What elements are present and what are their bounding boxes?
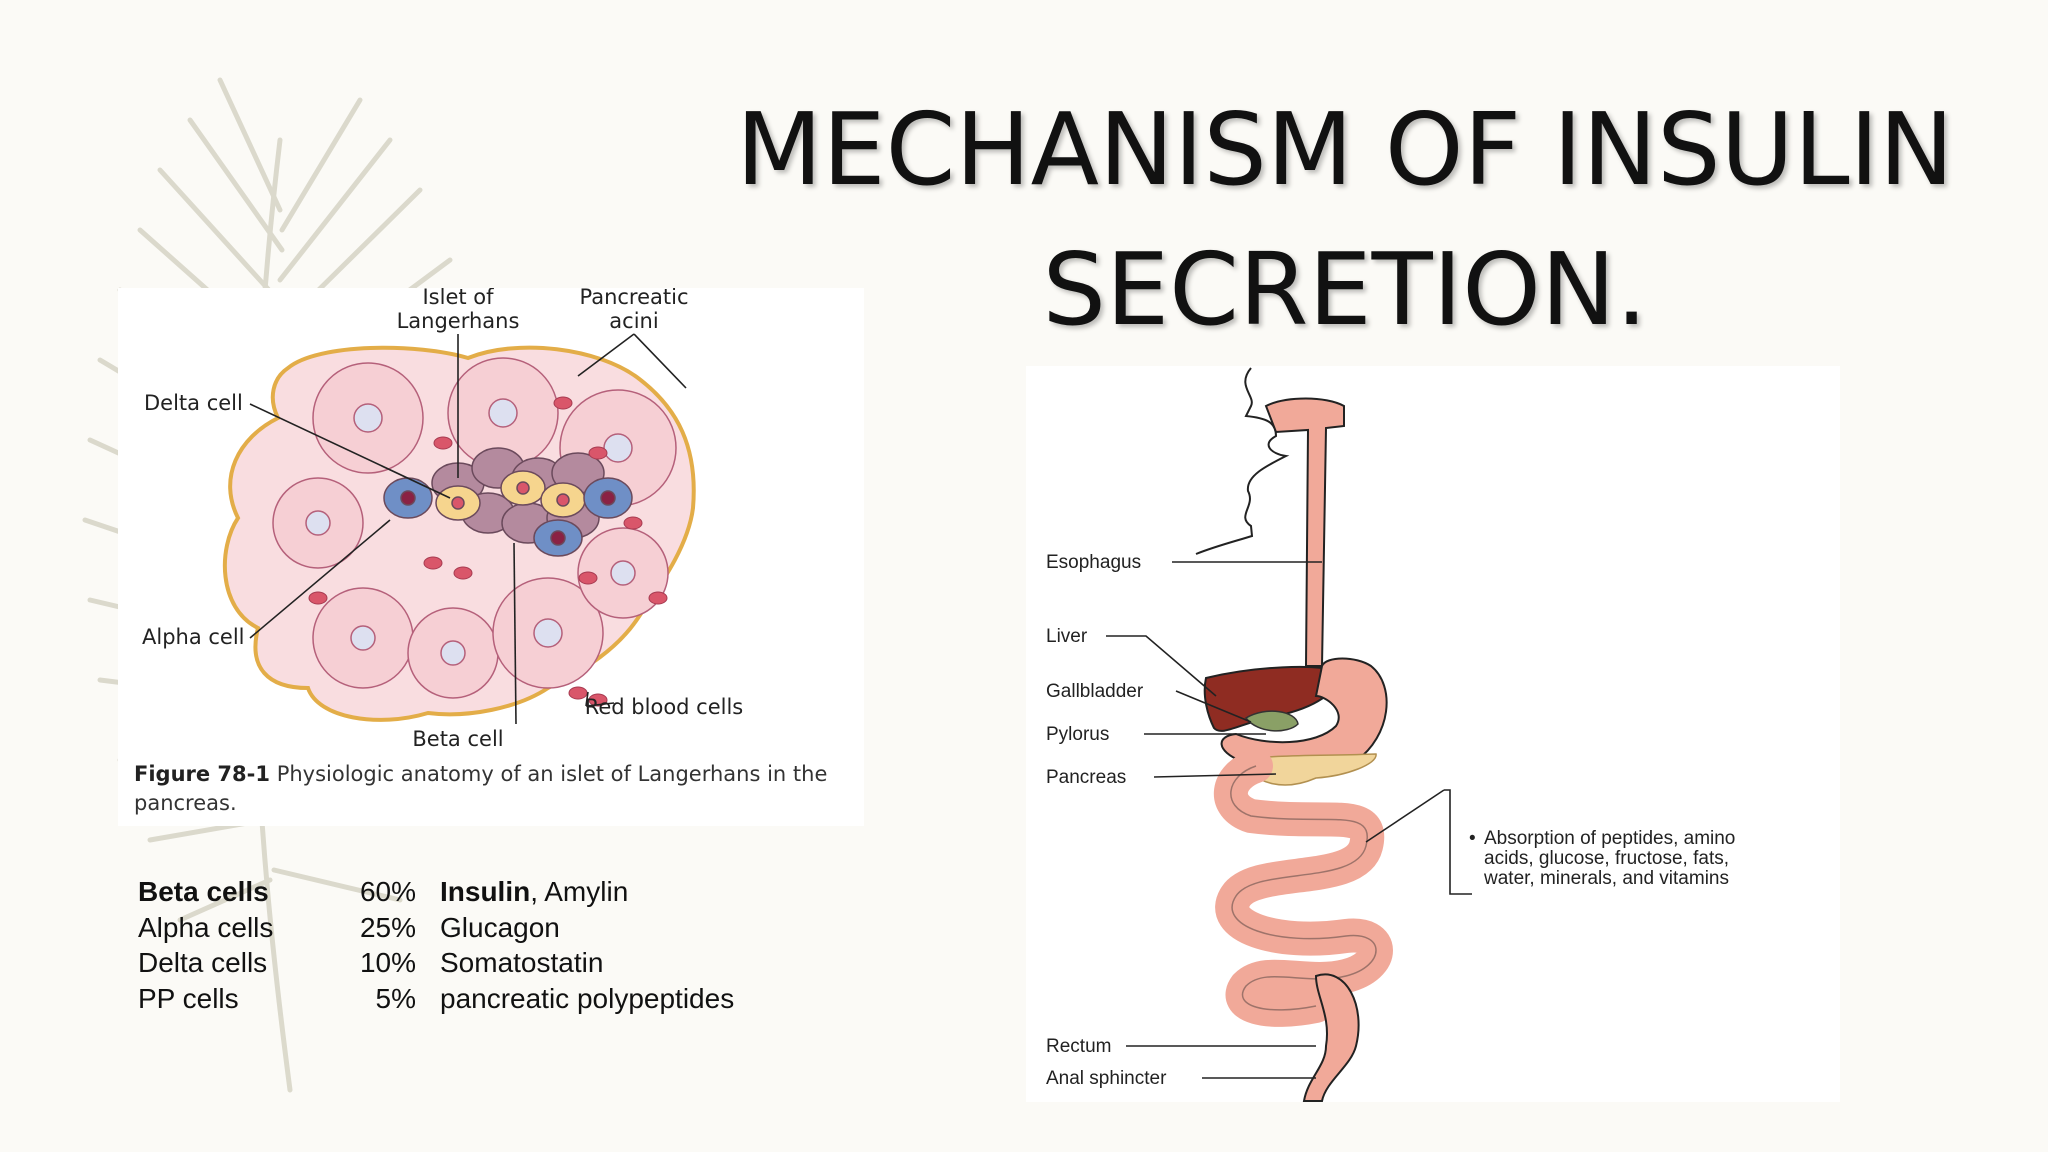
absorption-bracket: [1444, 789, 1472, 895]
cell-type: Alpha cells: [138, 911, 274, 943]
label-acini-line-2: acini: [609, 309, 658, 333]
leader-pancreas: [1153, 773, 1277, 778]
gi-tract-figure: Esophagus Liver Gallbladder Pylorus Panc…: [1026, 366, 1840, 1102]
leader-acini-b: [633, 333, 687, 389]
leader-absorption: [1365, 789, 1445, 843]
slide-title: MECHANISM OF INSULIN SECRETION.: [700, 80, 1990, 360]
red-blood-cell: [553, 396, 573, 410]
absorption-line-1: Absorption of peptides, amino: [1484, 828, 1735, 849]
absorption-line-3: water, minerals, and vitamins: [1483, 868, 1729, 889]
red-blood-cell: [433, 436, 453, 450]
label-pancreas: Pancreas: [1046, 767, 1126, 788]
islet-figure: Islet of Langerhans Pancreatic acini Del…: [118, 288, 864, 826]
red-blood-cell: [453, 566, 473, 580]
table-row: Alpha cells 25% Glucagon: [138, 910, 734, 946]
cell-type: Beta cells: [138, 876, 269, 907]
gallbladder: [1244, 710, 1299, 732]
cell-percent: 25%: [359, 911, 416, 943]
cell-hormone: Insulin, Amylin: [440, 874, 734, 910]
red-blood-cell: [568, 686, 588, 700]
label-islet-line-2: Langerhans: [397, 309, 520, 333]
label-red-blood-cells: Red blood cells: [585, 695, 744, 719]
slide-title-line-2: SECRETION.: [1042, 231, 1648, 348]
figure-caption-text: Physiologic anatomy of an islet of Lange…: [134, 762, 828, 815]
cell-hormone-text: pancreatic polypeptides: [440, 982, 735, 1014]
cell-type: PP cells: [138, 982, 239, 1014]
table-row: PP cells 5% pancreatic polypeptides: [138, 981, 734, 1017]
red-blood-cell: [423, 556, 443, 570]
red-blood-cell: [588, 693, 608, 707]
leader-rbc-b: [585, 691, 589, 707]
label-acini-line-1: Pancreatic: [579, 288, 688, 309]
absorption-line-2: acids, glucose, fructose, fats,: [1484, 848, 1729, 869]
table-row: Beta cells 60% Insulin, Amylin: [138, 874, 734, 910]
face-profile: [1195, 367, 1290, 555]
cell-percent: 10%: [359, 947, 416, 978]
cell-hormone-text: , Amylin: [530, 876, 629, 907]
leader-rbc-a: [585, 702, 615, 707]
label-delta-cell: Delta cell: [144, 391, 243, 415]
leader-liver: [1106, 635, 1217, 697]
cell-type: Delta cells: [138, 947, 268, 978]
cell-hormone: Glucagon: [440, 910, 734, 946]
liver: [1203, 666, 1338, 732]
leader-acini-a: [577, 333, 635, 377]
red-blood-cell: [623, 516, 643, 530]
table-row: Delta cells 10% Somatostatin: [138, 945, 734, 981]
esophagus: [1264, 397, 1345, 667]
leader-gallbladder: [1175, 690, 1252, 723]
colon-rectum: [1302, 973, 1360, 1102]
cell-hormone-text: Glucagon: [440, 911, 560, 943]
label-esophagus: Esophagus: [1046, 552, 1141, 573]
leader-alpha: [249, 519, 391, 639]
label-anal-sphincter: Anal sphincter: [1046, 1068, 1167, 1089]
figure-caption: Figure 78-1 Physiologic anatomy of an is…: [134, 760, 854, 818]
red-blood-cell: [648, 591, 668, 605]
cell-hormone: pancreatic polypeptides: [440, 981, 734, 1017]
label-islet-line-1: Islet of: [422, 288, 494, 309]
absorption-bullet: •: [1469, 828, 1476, 849]
pancreas: [1239, 753, 1377, 786]
red-blood-cell: [588, 446, 608, 460]
cell-percent: 5%: [375, 982, 416, 1014]
cell-hormone: Somatostatin: [440, 945, 734, 981]
label-rectum: Rectum: [1046, 1036, 1111, 1057]
leader-delta: [249, 403, 451, 499]
label-pylorus: Pylorus: [1046, 724, 1109, 745]
cell-percent: 60%: [359, 876, 416, 907]
slide-title-line-1: MECHANISM OF INSULIN: [736, 91, 1954, 208]
red-blood-cell: [578, 571, 598, 585]
label-alpha-cell: Alpha cell: [142, 625, 245, 649]
label-liver: Liver: [1046, 626, 1088, 647]
leader-beta: [513, 542, 517, 725]
red-blood-cell: [308, 591, 328, 605]
label-gallbladder: Gallbladder: [1046, 681, 1144, 702]
label-beta-cell: Beta cell: [412, 727, 503, 751]
cell-hormone-bold: Insulin: [440, 876, 531, 907]
cell-hormone-text: Somatostatin: [440, 947, 604, 978]
gi-tract-illustration: Esophagus Liver Gallbladder Pylorus Panc…: [1046, 367, 1735, 1102]
small-intestine: [1214, 749, 1393, 1027]
figure-caption-number: Figure 78-1: [134, 762, 270, 786]
islet-illustration: Islet of Langerhans Pancreatic acini Del…: [142, 288, 744, 751]
